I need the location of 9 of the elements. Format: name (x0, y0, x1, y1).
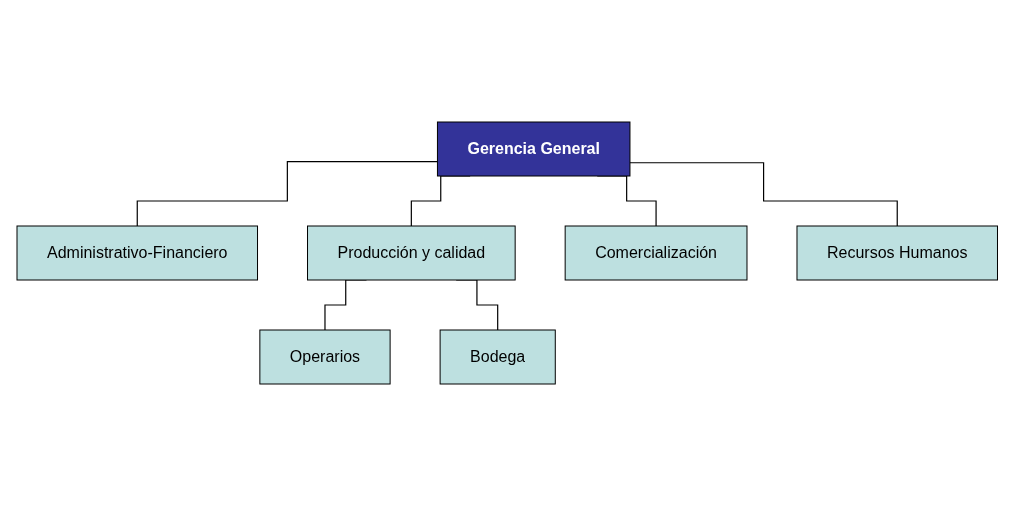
node-box: Operarios (259, 329, 391, 385)
node-box: Bodega (439, 329, 556, 385)
node-box: Gerencia General (436, 121, 631, 177)
connector (629, 162, 898, 227)
node-box: Producción y calidad (306, 225, 516, 281)
connector (136, 161, 438, 227)
node-box: Recursos Humanos (796, 225, 998, 281)
node-box: Comercialización (564, 225, 748, 281)
node-box: Administrativo-Financiero (16, 225, 258, 281)
